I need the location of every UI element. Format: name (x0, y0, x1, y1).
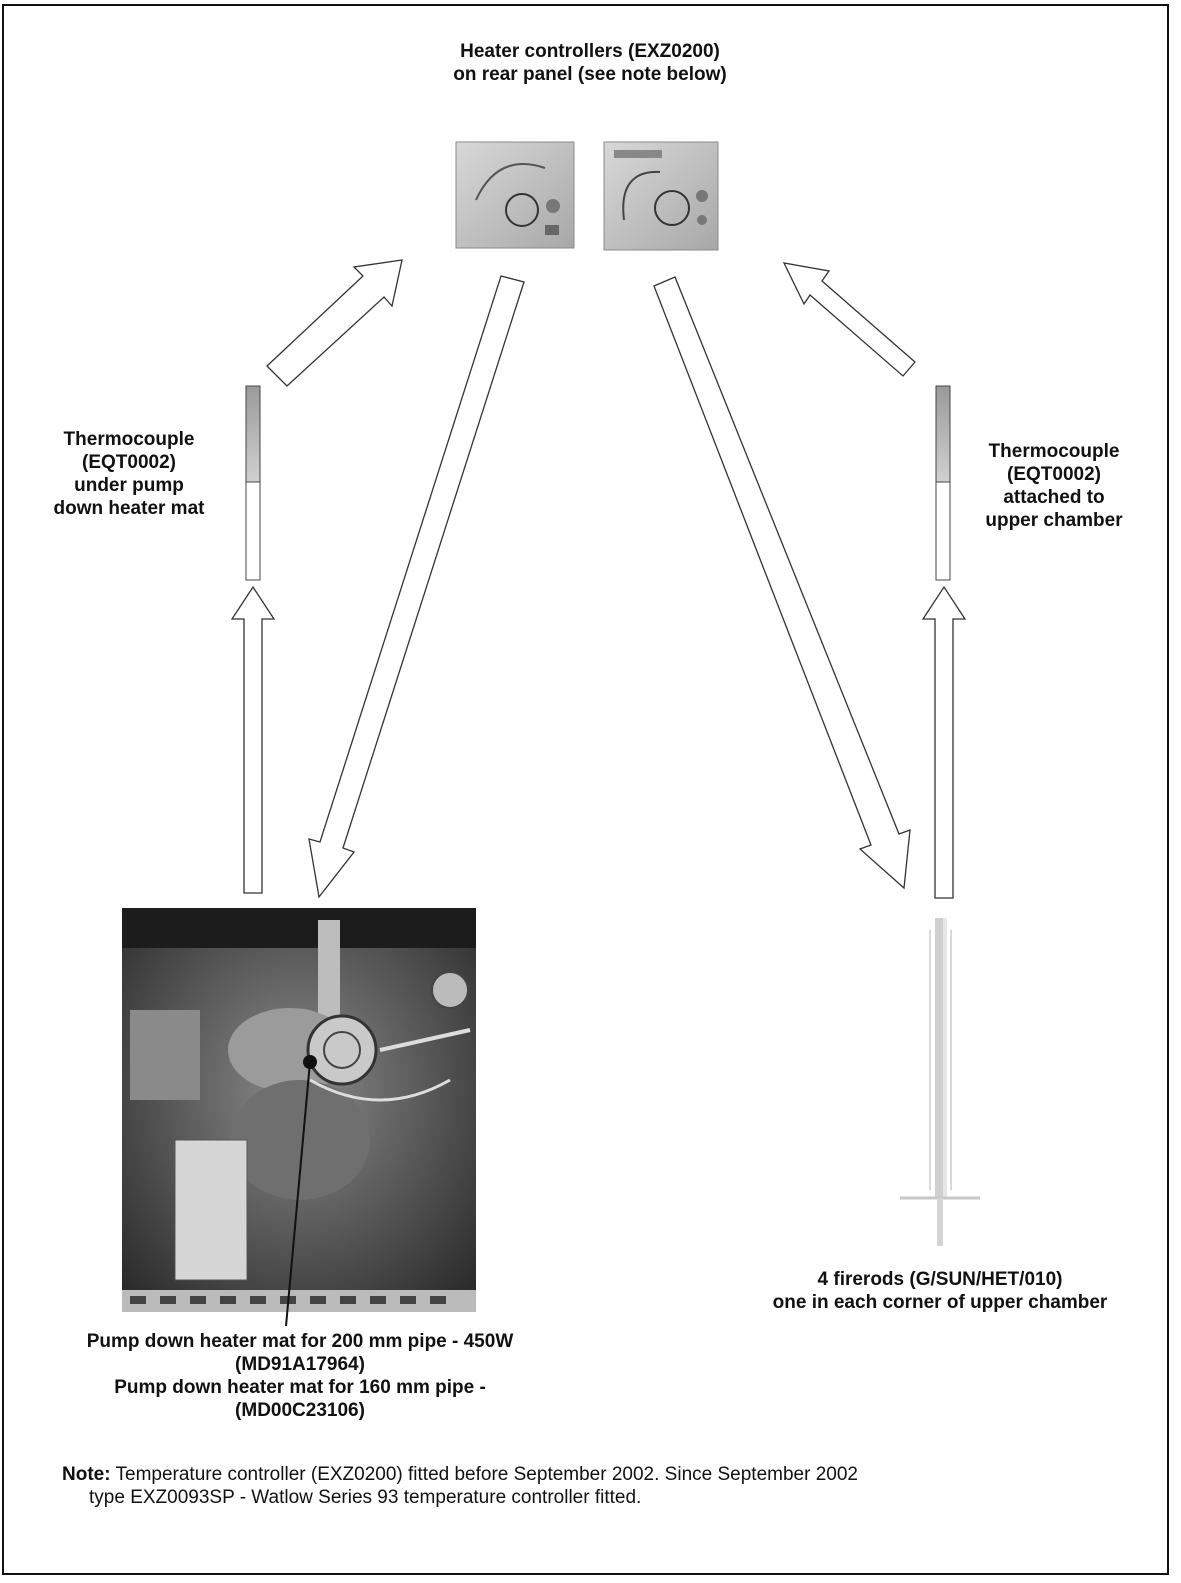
note-text-1: Temperature controller (EXZ0200) fitted … (116, 1464, 858, 1485)
label-line: Thermocouple (14, 428, 244, 451)
heater-mat-photo (122, 908, 476, 1326)
heater-controller-left-photo (456, 142, 574, 248)
note-text-2: type EXZ0093SP - Watlow Series 93 temper… (89, 1487, 641, 1508)
label-line: under pump (14, 474, 244, 497)
thermocouple-right-icon (936, 386, 950, 580)
title-line-2: on rear panel (see note below) (380, 63, 800, 86)
title-line-1: Heater controllers (EXZ0200) (380, 40, 800, 63)
label-line: Thermocouple (954, 440, 1154, 463)
firerod-icon (900, 918, 980, 1246)
label-line: upper chamber (954, 509, 1154, 532)
arrow-heater-mat-to-thermocouple-left (232, 587, 274, 893)
label-line: (EQT0002) (14, 451, 244, 474)
note-block: Note: Temperature controller (EXZ0200) f… (62, 1463, 858, 1509)
label-line: (MD91A17964) (20, 1353, 580, 1376)
note-label: Note: (62, 1464, 111, 1485)
label-line: (EQT0002) (954, 463, 1154, 486)
label-line: attached to (954, 486, 1154, 509)
label-line: down heater mat (14, 497, 244, 520)
label-line: (MD00C23106) (20, 1399, 580, 1422)
label-thermocouple-right: Thermocouple (EQT0002) attached to upper… (954, 440, 1154, 532)
label-line: one in each corner of upper chamber (720, 1291, 1160, 1314)
arrow-controller-to-firerods (654, 277, 910, 888)
note-line-1: Note: Temperature controller (EXZ0200) f… (62, 1463, 858, 1486)
label-heater-mat: Pump down heater mat for 200 mm pipe - 4… (20, 1330, 580, 1422)
note-line-2: type EXZ0093SP - Watlow Series 93 temper… (62, 1486, 858, 1509)
arrow-firerods-to-thermocouple-right (923, 587, 965, 898)
arrow-thermocouple-left-to-controller (267, 260, 402, 386)
arrow-controller-to-heater-mat (309, 276, 524, 897)
thermocouple-left-icon (246, 386, 260, 580)
label-firerods: 4 firerods (G/SUN/HET/010) one in each c… (720, 1268, 1160, 1314)
arrow-thermocouple-right-to-controller (784, 263, 915, 376)
label-thermocouple-left: Thermocouple (EQT0002) under pump down h… (14, 428, 244, 520)
title-heater-controllers: Heater controllers (EXZ0200) on rear pan… (380, 40, 800, 86)
label-line: 4 firerods (G/SUN/HET/010) (720, 1268, 1160, 1291)
label-line: Pump down heater mat for 200 mm pipe - 4… (20, 1330, 580, 1353)
label-line: Pump down heater mat for 160 mm pipe - (20, 1376, 580, 1399)
heater-controller-right-photo (604, 142, 718, 250)
